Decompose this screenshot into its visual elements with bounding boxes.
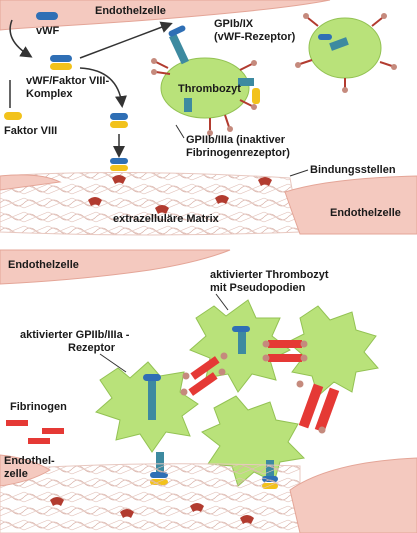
label-gpib-line1: GPIb/IX	[214, 18, 254, 30]
factor-on-platelet	[252, 88, 260, 104]
bottom-panel: Endothelzelle aktivierter Thrombozyt mit…	[0, 249, 417, 533]
top-panel: Endothelzelle vWF vWF/Faktor VIII- Kompl…	[0, 0, 417, 236]
arrow-complex-down	[79, 67, 127, 108]
binding-sites-top	[88, 175, 272, 214]
label-complex-line2: Komplex	[26, 88, 73, 100]
bridge-receptor-knobs	[180, 340, 326, 434]
ecm-band-bottom	[0, 463, 301, 533]
floating-complex-factor	[110, 121, 128, 128]
label-endothelial-left-line1: Endothel-	[4, 455, 55, 467]
fibrinogen-free	[6, 420, 64, 444]
label-gpiib-line1: GPIIb/IIIa (inaktiver	[186, 134, 286, 146]
label-endothelial-cell-bottom: Endothelzelle	[8, 259, 79, 271]
endothelial-cell-left	[0, 454, 51, 487]
label-binding-sites: Bindungsstellen	[310, 164, 396, 176]
activated-platelet-1	[95, 361, 199, 453]
bound-complex-factor	[110, 165, 128, 171]
label-activated-receptor-line2: Rezeptor	[68, 342, 116, 354]
leader-activated-thrombocyte	[215, 293, 229, 311]
activated-platelet-3	[287, 305, 379, 397]
label-fibrinogen: Fibrinogen	[10, 401, 67, 413]
platelet-resting-1	[151, 25, 260, 136]
label-activated-thrombocyte-line1: aktivierter Thrombozyt	[210, 269, 329, 281]
vwf-on-receptor	[168, 25, 186, 37]
endothelial-cell-right-bottom	[289, 457, 417, 533]
label-thrombocyte: Thrombozyt	[178, 83, 241, 95]
leader-activated-receptor	[99, 353, 127, 373]
gpib-receptor	[169, 33, 189, 65]
endothelial-cell-top	[0, 0, 331, 31]
label-endothelial-cell-top: Endothelzelle	[95, 5, 166, 17]
floating-complex-vwf	[110, 113, 128, 120]
arrow-complex-to-platelet	[79, 21, 173, 59]
platelet-resting-2	[295, 13, 397, 93]
label-complex-line1: vWF/Faktor VIII-	[26, 75, 109, 87]
vwf-molecule	[36, 12, 58, 20]
label-endothelial-cell-right: Endothelzelle	[330, 207, 401, 219]
bound-complex-vwf	[110, 158, 128, 164]
endothelial-cell-right	[284, 175, 417, 235]
complex-factor-part	[50, 63, 72, 70]
endothelial-cell-top-bottom	[0, 249, 231, 285]
label-endothelial-left-line2: zelle	[4, 468, 28, 480]
label-activated-receptor-line1: aktivierter GPIIb/IIIa -	[20, 329, 130, 341]
label-gpib-line2: (vWF-Rezeptor)	[214, 31, 296, 43]
gpib-receptor-right	[238, 78, 254, 86]
binding-sites-bottom	[50, 497, 254, 524]
gpiib-receptor-a	[155, 61, 171, 75]
leader-binding-sites	[289, 169, 309, 177]
label-factor-viii: Faktor VIII	[4, 125, 57, 137]
leader-gpiib	[175, 124, 185, 139]
label-activated-thrombocyte-line2: mit Pseudopodien	[210, 282, 306, 294]
factor-viii-molecule	[4, 112, 22, 120]
label-gpiib-line2: Fibrinogenrezeptor)	[186, 147, 290, 159]
complex-vwf-part	[50, 55, 72, 62]
label-vwf: vWF	[36, 25, 60, 37]
fibrinogen-bridges	[188, 340, 340, 433]
label-ecm: extrazelluläre Matrix	[113, 213, 220, 225]
arrow-vwf-to-complex	[9, 19, 33, 58]
gpiib-receptors	[209, 63, 253, 130]
